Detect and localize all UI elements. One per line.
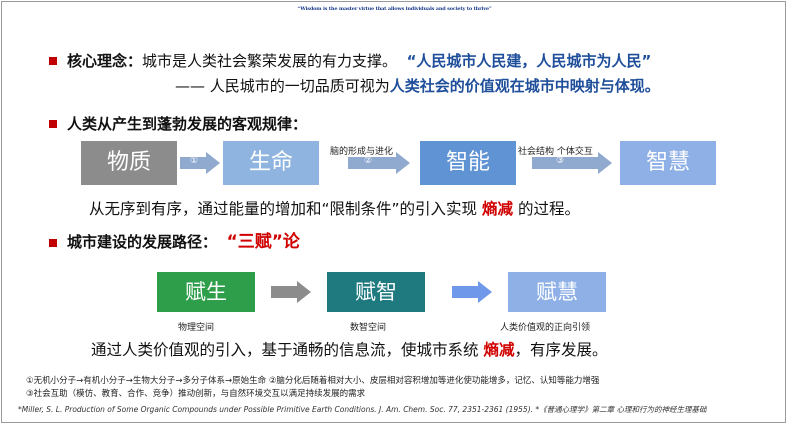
section2-summary: 从无序到有序，通过能量的增加和“限制条件”的引入实现 熵减 的过程。 xyxy=(89,199,580,219)
core-idea-line2-emph: 人类社会的价值观在城市中映射与体现。 xyxy=(389,77,660,95)
section2-summary-emph: 熵减 xyxy=(482,200,514,218)
core-idea-text: 城市是人类社会繁荣发展的有力支撑。 xyxy=(142,52,398,70)
caption-digital-space: 数智空间 xyxy=(350,323,387,333)
section2-summary-prefix: 从无序到有序，通过能量的增加和“限制条件”的引入实现 xyxy=(89,200,482,218)
annotation-society: 社会结构 个体交互 xyxy=(518,147,593,157)
section3-summary-suffix: ，有序发展。 xyxy=(514,341,608,359)
arrow-1-icon xyxy=(180,152,220,174)
section3-summary-emph: 熵减 xyxy=(483,341,515,359)
box-empower-wisdom: 赋慧 xyxy=(508,272,606,312)
arrow-1-mark: ① xyxy=(190,156,199,166)
arrow-3-icon xyxy=(532,152,612,174)
section3-heading-line: 城市建设的发展路径： “三赋”论 xyxy=(67,232,300,252)
caption-physical-space: 物理空间 xyxy=(178,323,215,333)
section3-summary-prefix: 通过人类价值观的引入，基于通畅的信息流，使城市系统 xyxy=(91,341,484,359)
box-empower-life: 赋生 xyxy=(157,272,255,312)
caption-value-guidance: 人类价值观的正向引领 xyxy=(500,323,591,333)
citation: *Miller, S. L. Production of Some Organi… xyxy=(18,405,707,414)
box-matter: 物质 xyxy=(81,141,177,185)
section3-heading-emph: “三赋”论 xyxy=(226,232,300,252)
arrow-2-mark: ② xyxy=(364,156,373,166)
bullet-3 xyxy=(49,239,57,247)
core-idea-line2-prefix: —— 人民城市的一切品质可视为 xyxy=(175,77,390,95)
footnote-1: ①无机小分子→有机小分子→生物大分子→多分子体系→原始生命 ②脑分化后随着相对大… xyxy=(26,376,600,386)
section3-summary: 通过人类价值观的引入，基于通畅的信息流，使城市系统 熵减，有序发展。 xyxy=(91,340,607,360)
box-life: 生命 xyxy=(223,141,319,185)
core-idea-label: 核心理念： xyxy=(67,52,143,70)
box-wisdom: 智慧 xyxy=(620,141,716,185)
bullet-2 xyxy=(49,120,57,128)
box-empower-intelligence: 赋智 xyxy=(327,272,425,312)
core-idea-quote: “人民城市人民建，人民城市为人民” xyxy=(406,52,652,70)
core-idea-line: 核心理念：城市是人类社会繁荣发展的有力支撑。 “人民城市人民建，人民城市为人民” xyxy=(67,51,651,71)
arrow-2-icon xyxy=(348,152,410,174)
slide-title: “Wisdom is the master virtue that allows… xyxy=(297,6,492,12)
annotation-brain: 脑的形成与进化 xyxy=(330,147,394,157)
section2-heading: 人类从产生到蓬勃发展的客观规律： xyxy=(67,115,308,133)
bullet-1 xyxy=(49,57,57,65)
core-idea-line-2: —— 人民城市的一切品质可视为人类社会的价值观在城市中映射与体现。 xyxy=(175,76,660,96)
section2-summary-suffix: 的过程。 xyxy=(513,200,580,218)
footnote-2: ③社会互助（模仿、教育、合作、竞争）推动创新，与自然环境交互以满足持续发展的需求 xyxy=(26,389,366,399)
arrow-4-icon xyxy=(271,281,311,303)
arrow-5-icon xyxy=(452,281,492,303)
arrow-3-mark: ③ xyxy=(556,156,565,166)
box-intelligence: 智能 xyxy=(420,141,516,185)
section3-heading: 城市建设的发展路径： xyxy=(67,233,218,251)
